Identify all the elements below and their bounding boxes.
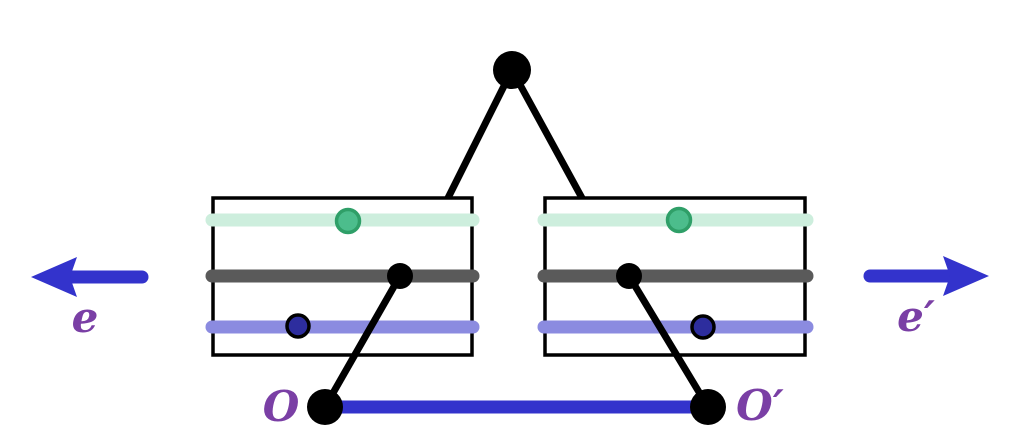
o-prime-node — [690, 389, 726, 425]
right-arrow-head — [943, 256, 989, 296]
o-node — [307, 389, 343, 425]
left-teal-dot — [334, 207, 362, 235]
label-e: e — [72, 293, 99, 342]
label-o-prime: O′ — [736, 381, 784, 430]
right-teal-dot — [665, 206, 693, 234]
right-navy-dot — [690, 314, 716, 340]
left-node-to-o-edge — [321, 274, 404, 409]
apex-to-right-box-edge — [508, 68, 586, 200]
shapes-layer — [31, 51, 989, 425]
label-o: O — [263, 382, 300, 431]
left-navy-dot — [285, 313, 311, 339]
apex-to-left-box-edge — [444, 68, 516, 200]
left-arrow-head — [31, 257, 77, 297]
label-e-prime: e′ — [897, 292, 935, 341]
right-node-to-oprime-edge — [626, 274, 711, 409]
left-gray-bar-node — [387, 263, 413, 289]
right-gray-bar-node — [616, 263, 642, 289]
apex-node — [493, 51, 531, 89]
